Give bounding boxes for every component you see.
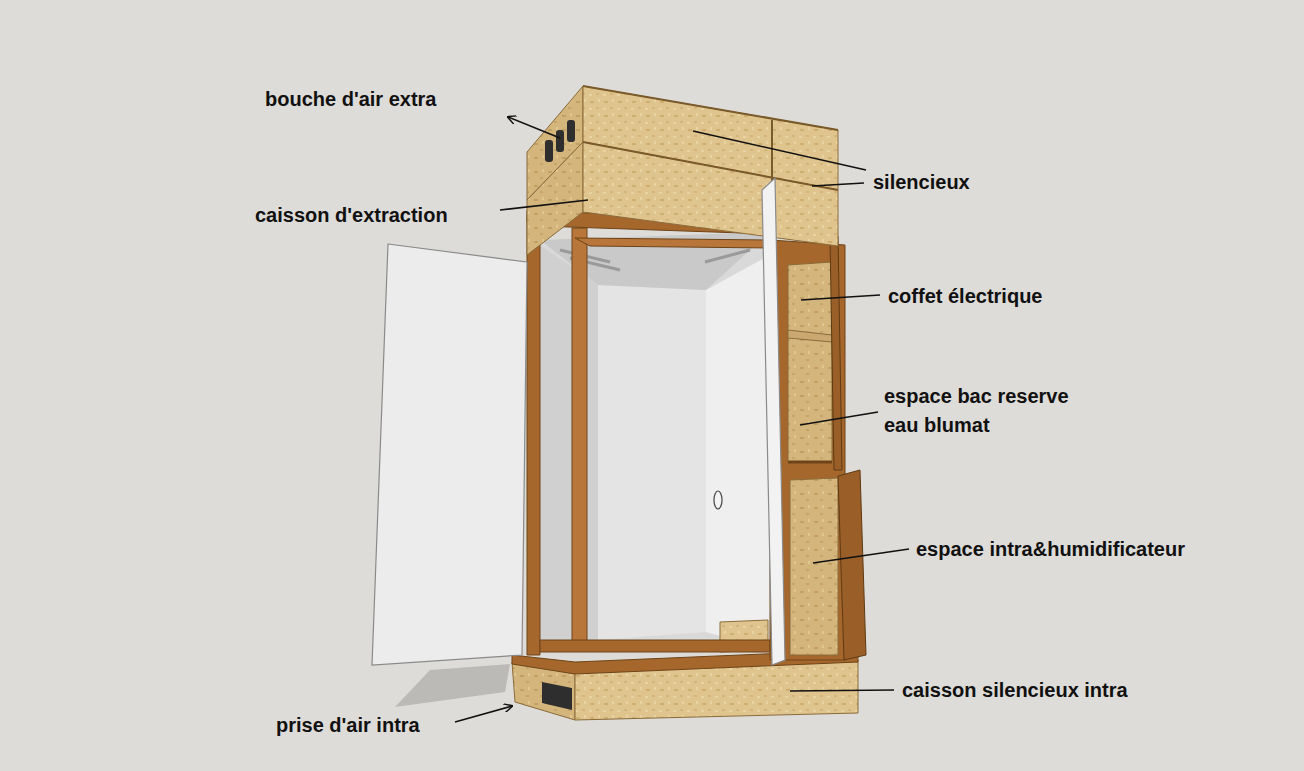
right-door <box>762 178 785 665</box>
leader-line <box>500 200 588 210</box>
leader-line <box>693 131 866 170</box>
frame-rail <box>540 640 770 652</box>
leader-arrow <box>508 117 560 138</box>
air-outlet <box>545 140 553 162</box>
shelf <box>788 330 832 342</box>
side-door-upper <box>830 236 842 470</box>
electrical-box-space <box>788 262 832 462</box>
part-label: espace intra&humidificateur <box>916 536 1185 562</box>
frame-rail <box>575 238 770 248</box>
humidifier-space <box>790 478 838 655</box>
interior-left-wall <box>540 245 598 648</box>
leader-line <box>801 295 880 300</box>
leader-line <box>790 690 894 691</box>
frame-post <box>527 215 540 655</box>
part-label: caisson d'extraction <box>255 202 448 228</box>
interior-right-wall <box>706 255 770 650</box>
part-label: bouche d'air extra <box>265 86 436 112</box>
extraction-front-face <box>583 142 838 246</box>
part-label: silencieux <box>873 169 970 195</box>
part-label: caisson silencieux intra <box>902 677 1128 703</box>
box-seam <box>583 142 838 190</box>
left-door <box>372 244 527 665</box>
air-outlet <box>556 130 564 152</box>
interior-back-wall <box>598 285 706 640</box>
intake-opening <box>542 682 572 710</box>
leader-line <box>813 549 909 563</box>
leader-line <box>800 412 878 425</box>
ceiling-slat <box>705 250 750 262</box>
frame-post <box>572 228 587 650</box>
side-door <box>838 470 866 660</box>
leader-arrow <box>455 706 512 722</box>
shelf-edge <box>788 461 832 464</box>
part-label: prise d'air intra <box>276 712 420 738</box>
door-shadow <box>395 664 510 707</box>
top-edge <box>583 86 838 130</box>
door-knob <box>714 491 722 509</box>
part-label: coffet électrique <box>888 283 1042 309</box>
extraction-left-face <box>527 142 583 255</box>
leader-line <box>812 183 864 186</box>
air-outlet <box>567 120 575 142</box>
part-label: espace bac reserve eau blumat <box>884 382 1079 440</box>
